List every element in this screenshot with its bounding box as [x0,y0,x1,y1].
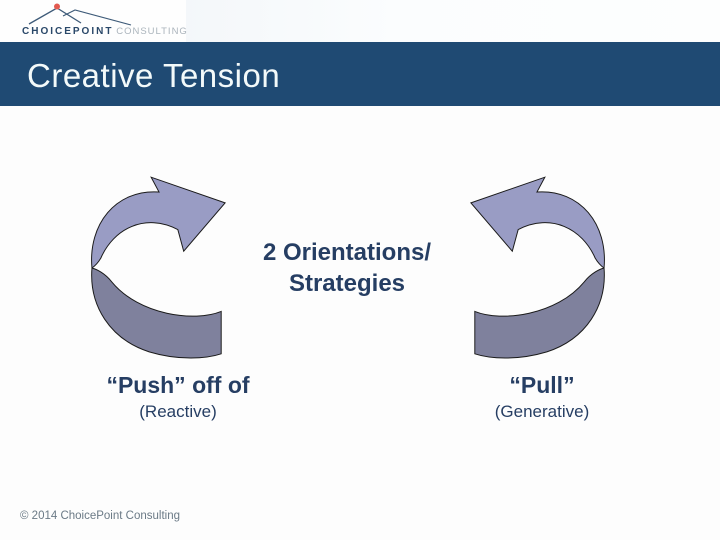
logo-primary-text: CHOICEPOINT [22,26,114,37]
center-label-line2: Strategies [288,270,406,297]
pull-label-group: “Pull” (Generative) [442,372,642,424]
logo-wordmark: CHOICEPOINT CONSULTING [22,26,188,37]
curved-arrow-right-icon [460,172,608,362]
center-label-line1: 2 Orientations/ [262,239,432,266]
curved-arrow-left-svg [91,176,226,359]
summit-dot-icon [54,3,60,10]
mountain-logo-icon [28,3,132,26]
curved-arrow-left-icon [88,172,236,362]
push-label-group: “Push” off of (Reactive) [78,372,278,424]
company-logo: CHOICEPOINT CONSULTING [0,0,188,42]
slide-title: Creative Tension [27,57,281,94]
logo-secondary-text: CONSULTING [116,26,188,37]
curved-arrow-right-svg [470,176,605,359]
push-title: “Push” off of [106,372,250,398]
center-label: 2 Orientations/ Strategies [237,237,457,299]
pull-subtitle: (Generative) [494,402,590,421]
copyright-text: © 2014 ChoicePoint Consulting [20,510,180,522]
pull-title: “Pull” [509,372,575,398]
title-band: Creative Tension [0,42,720,106]
push-subtitle: (Reactive) [139,402,217,421]
top-strip: CHOICEPOINT CONSULTING [0,0,720,42]
